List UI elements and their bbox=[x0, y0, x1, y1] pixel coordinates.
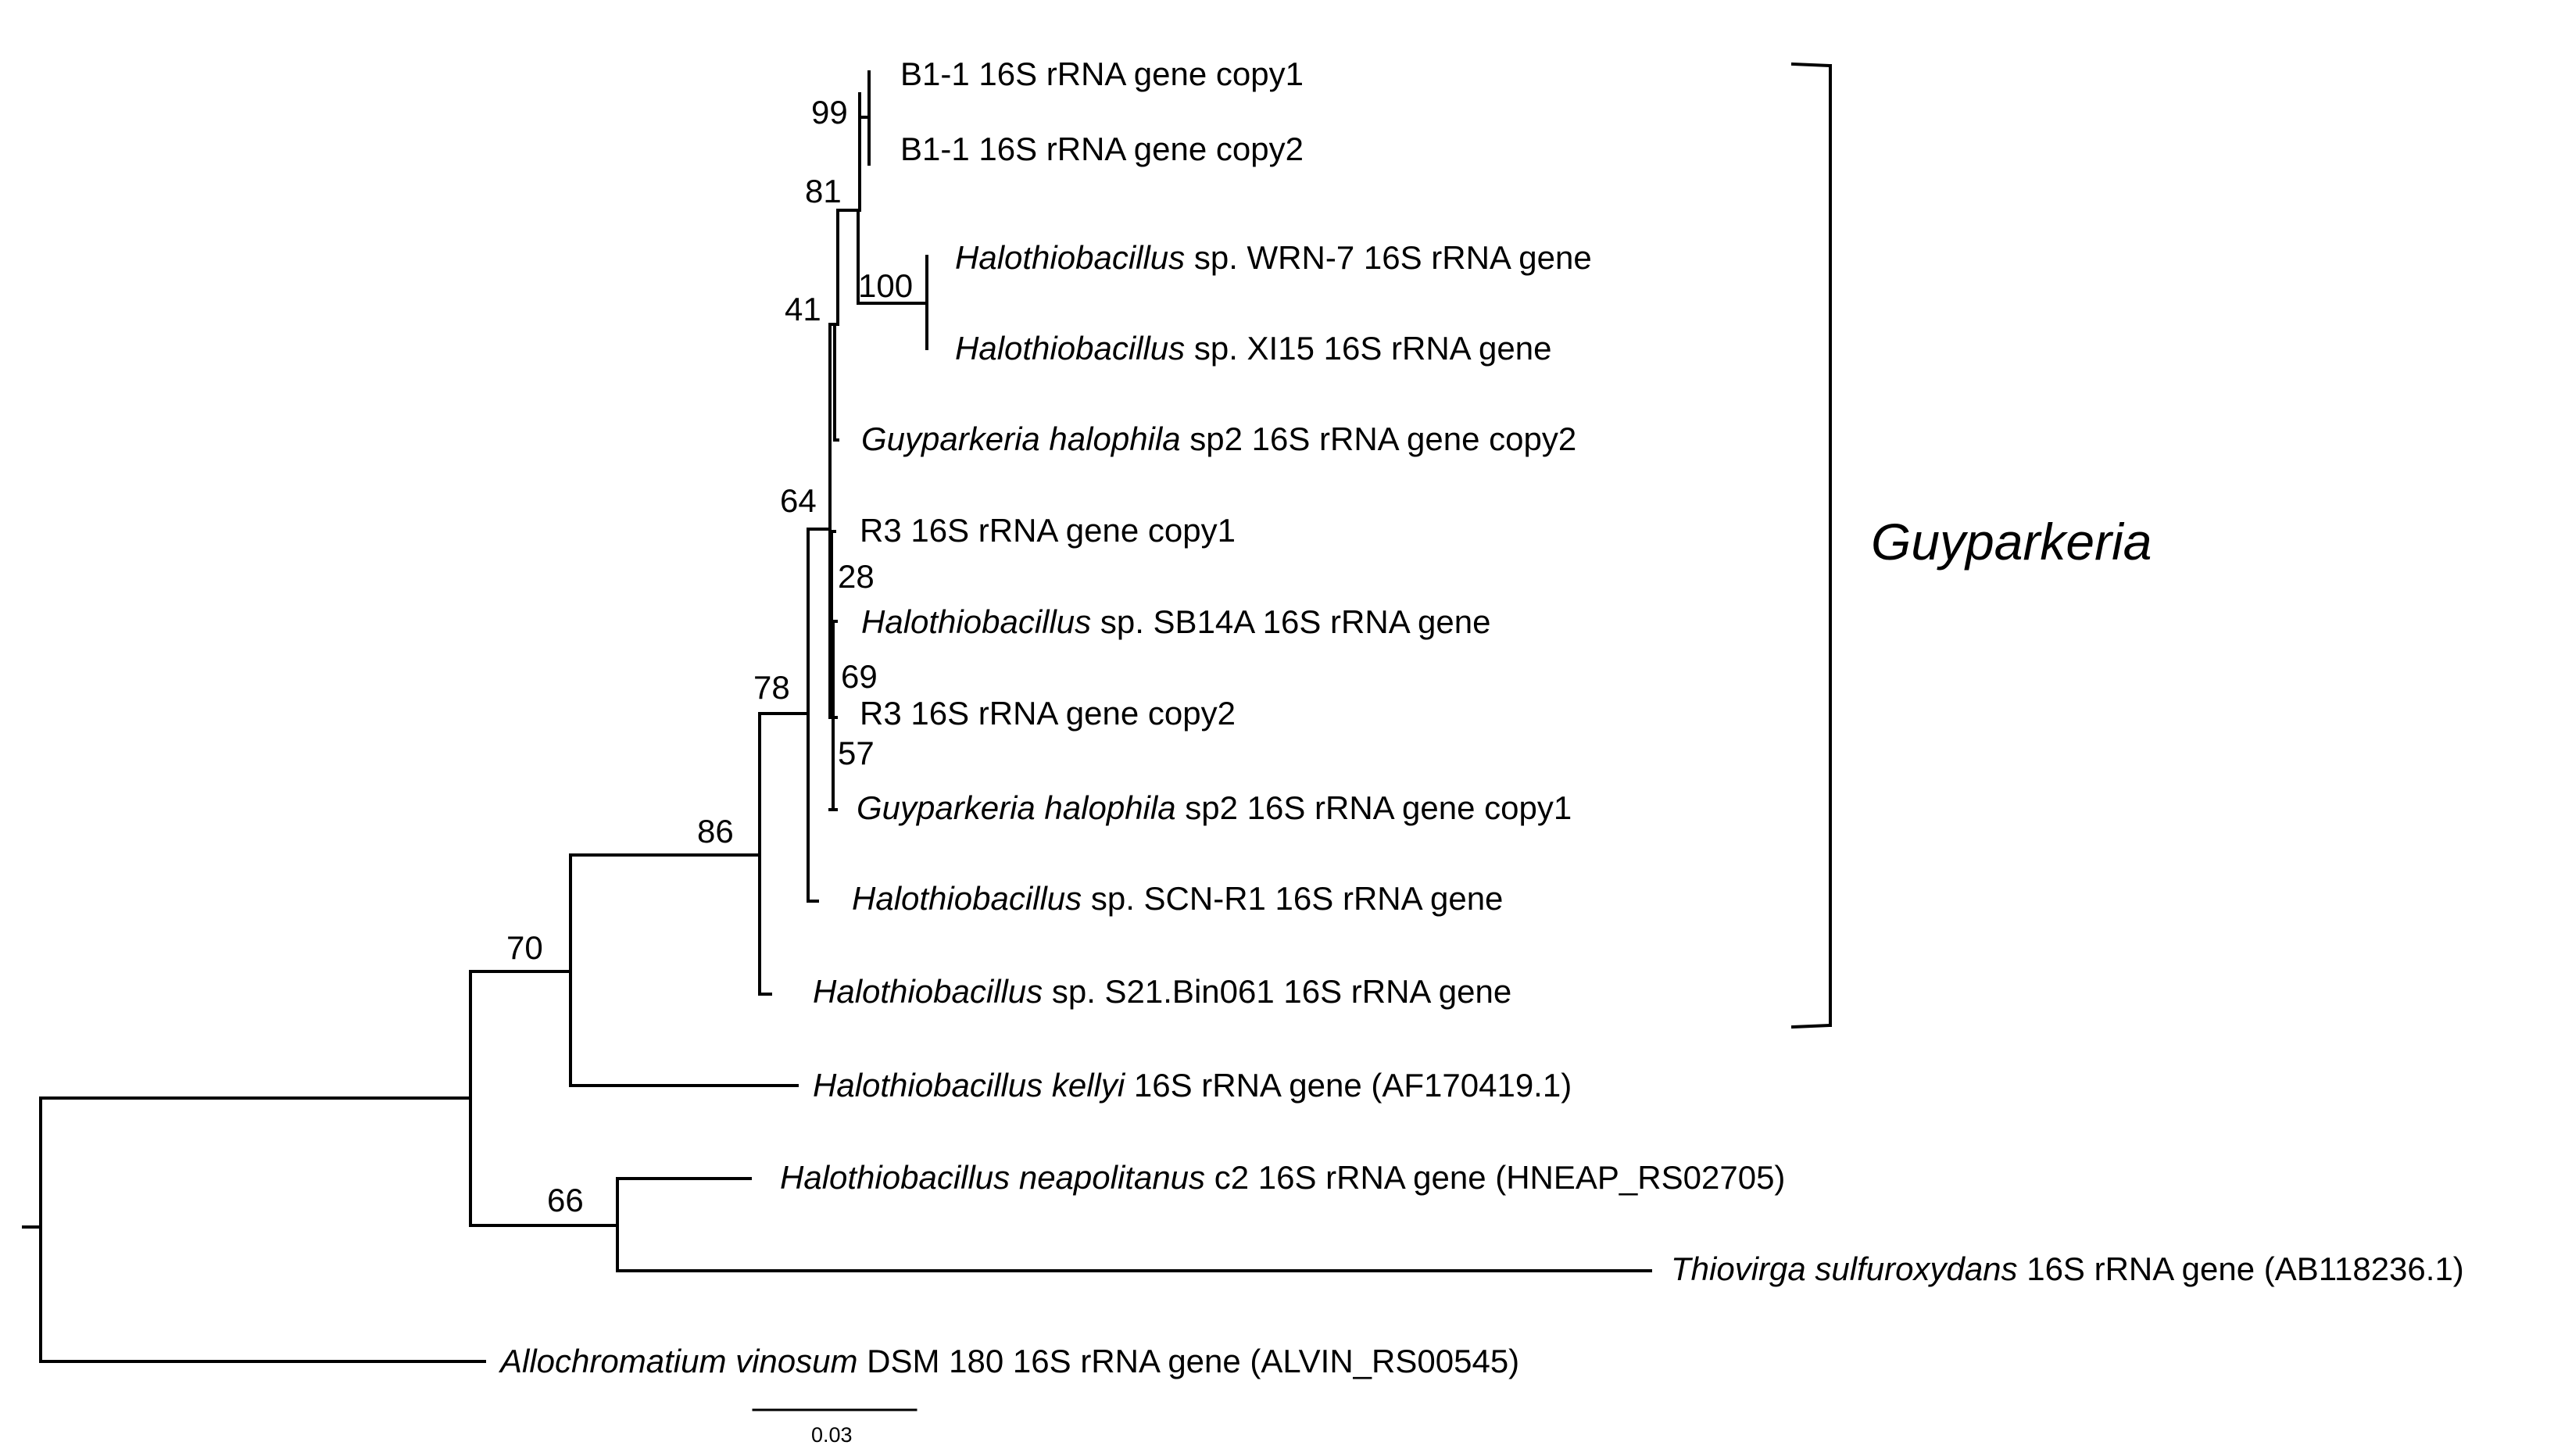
leaf-label-b1-1-copy2: B1-1 16S rRNA gene copy2 bbox=[900, 131, 1304, 167]
clade-bracket-top bbox=[1790, 62, 1833, 68]
bootstrap-label-28: 28 bbox=[838, 558, 875, 595]
leaf-label-allochromatium-vinosum: Allochromatium vinosum DSM 180 16S rRNA … bbox=[498, 1343, 1519, 1379]
tree-branches bbox=[22, 62, 1833, 1411]
leaf-label-r3-copy1: R3 16S rRNA gene copy1 bbox=[860, 512, 1236, 549]
leaf-label-guyparkeria-halophila-copy2: Guyparkeria halophila sp2 16S rRNA gene … bbox=[861, 420, 1576, 457]
leaf-label-halothiobacillus-wrn-7: Halothiobacillus sp. WRN-7 16S rRNA gene bbox=[955, 239, 1592, 276]
leaf-label-halothiobacillus-neapolitanus: Halothiobacillus neapolitanus c2 16S rRN… bbox=[780, 1159, 1785, 1196]
leaf-label-r3-copy2: R3 16S rRNA gene copy2 bbox=[860, 695, 1236, 732]
bootstrap-label-64: 64 bbox=[780, 482, 817, 519]
leaf-label-halothiobacillus-sb14a: Halothiobacillus sp. SB14A 16S rRNA gene bbox=[861, 603, 1491, 640]
leaf-label-halothiobacillus-kellyi: Halothiobacillus kellyi 16S rRNA gene (A… bbox=[813, 1067, 1572, 1104]
bootstrap-label-81: 81 bbox=[805, 173, 842, 209]
bootstrap-label-99: 99 bbox=[811, 94, 848, 131]
bootstrap-label-69: 69 bbox=[841, 658, 878, 695]
leaf-label-thiovirga-sulfuroxydans: Thiovirga sulfuroxydans 16S rRNA gene (A… bbox=[1671, 1250, 2464, 1287]
leaf-label-halothiobacillus-xi15: Halothiobacillus sp. XI15 16S rRNA gene bbox=[955, 330, 1551, 367]
bootstrap-label-100: 100 bbox=[858, 267, 913, 304]
clade-bracket-bottom bbox=[1790, 1023, 1833, 1029]
bootstrap-label-86: 86 bbox=[697, 813, 734, 850]
leaf-label-b1-1-copy1: B1-1 16S rRNA gene copy1 bbox=[900, 55, 1304, 92]
clade-label-guyparkeria: Guyparkeria bbox=[1871, 513, 2152, 571]
leaf-label-guyparkeria-halophila-copy1: Guyparkeria halophila sp2 16S rRNA gene … bbox=[857, 789, 1572, 826]
bootstrap-label-57: 57 bbox=[838, 735, 875, 771]
leaf-label-halothiobacillus-scn-r1: Halothiobacillus sp. SCN-R1 16S rRNA gen… bbox=[852, 880, 1503, 917]
leaf-label-halothiobacillus-s21-bin061: Halothiobacillus sp. S21.Bin061 16S rRNA… bbox=[813, 973, 1511, 1010]
scale-bar-label: 0.03 bbox=[811, 1423, 853, 1447]
bootstrap-label-41: 41 bbox=[785, 291, 821, 327]
tree-labels: B1-1 16S rRNA gene copy1 B1-1 16S rRNA g… bbox=[498, 55, 2464, 1447]
bootstrap-label-78: 78 bbox=[753, 669, 790, 706]
bootstrap-label-66: 66 bbox=[547, 1182, 584, 1218]
bootstrap-label-70: 70 bbox=[506, 929, 543, 966]
